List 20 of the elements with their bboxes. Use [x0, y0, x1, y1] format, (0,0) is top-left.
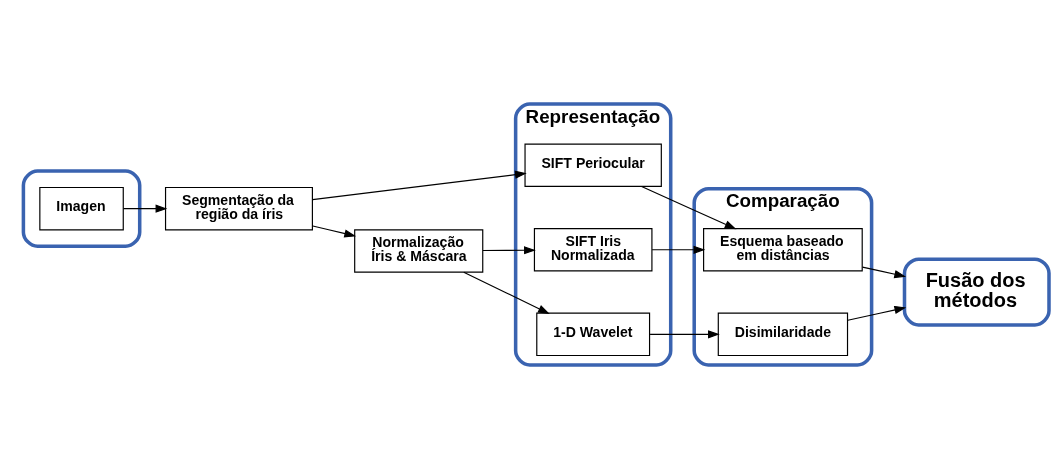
- node-box: Disimilaridade: [717, 312, 849, 356]
- node-box: Imagen: [39, 186, 124, 230]
- node-box: Esquema baseado em distâncias: [703, 227, 863, 271]
- arrow: [847, 305, 907, 321]
- arrow: [641, 185, 737, 229]
- node-box: SIFT Iris Normalizada: [533, 227, 653, 271]
- node-box: Fusão dos métodos: [902, 256, 1051, 327]
- arrow: [861, 266, 907, 278]
- node-box: Normalização Íris & Máscara: [354, 228, 484, 273]
- node-box: 1-D Wavelet: [536, 312, 651, 356]
- arrow: [463, 271, 550, 314]
- arrow: [312, 170, 527, 200]
- arrow: [482, 245, 536, 254]
- node-box: SIFT Periocular: [524, 142, 662, 187]
- cluster: [21, 168, 142, 248]
- arrow: [312, 224, 357, 238]
- arrow: [122, 204, 168, 213]
- arrow: [651, 245, 706, 254]
- node-box: Segmentação da região da íris: [164, 186, 313, 230]
- arrow: [649, 329, 720, 338]
